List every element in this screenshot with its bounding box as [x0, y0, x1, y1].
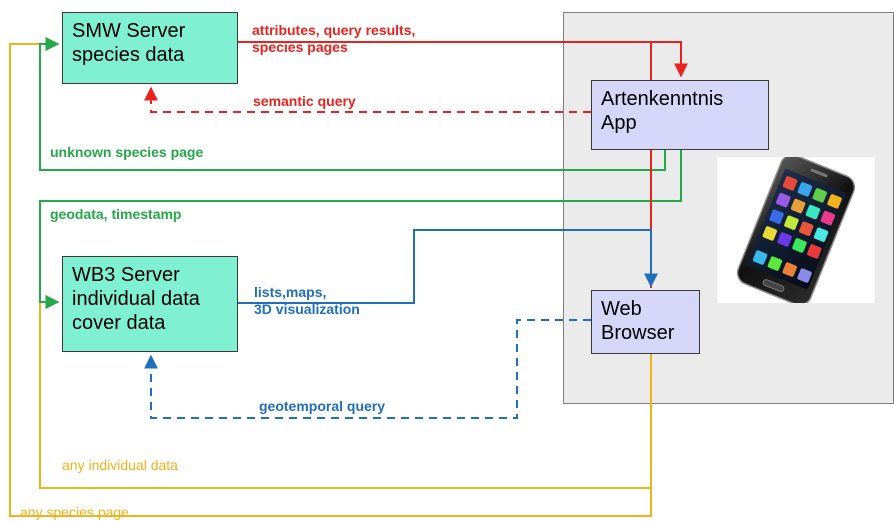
semantic-query-label: semantic query	[253, 93, 356, 109]
lists-maps-label-line-1: lists,maps,	[254, 284, 327, 300]
any-species-page-label: any species page	[20, 504, 129, 520]
wb3-server-line-2: individual data	[72, 288, 200, 310]
wb3-server-title: WB3 Server	[72, 264, 180, 286]
lists-maps-label: lists,maps, 3D visualization	[254, 284, 360, 318]
unknown-species-page-label: unknown species page	[50, 144, 204, 160]
semantic-query-line	[144, 86, 591, 113]
attributes-label-line-1: attributes, query results,	[252, 22, 416, 38]
artenkenntnis-app-node: Artenkenntnis App	[591, 80, 769, 150]
smw-server-subtitle: species data	[72, 44, 185, 66]
any-individual-data-label: any individual data	[62, 457, 178, 473]
lists-maps-line	[238, 229, 658, 304]
browser-title: Web	[601, 298, 642, 320]
smartphone-image	[717, 154, 875, 306]
app-title: Artenkenntnis	[601, 88, 724, 110]
any-species-page-line	[9, 37, 652, 517]
attributes-label-line-2: species pages	[252, 39, 348, 55]
geodata-timestamp-label: geodata, timestamp	[50, 206, 182, 222]
lists-maps-label-line-2: 3D visualization	[254, 301, 360, 317]
attributes-label: attributes, query results, species pages	[252, 22, 415, 56]
unknown-species-page-line	[39, 37, 666, 171]
smw-server-title: SMW Server	[72, 20, 186, 42]
smw-server-node: SMW Server species data	[62, 12, 238, 84]
geotemporal-query-label: geotemporal query	[259, 398, 386, 414]
web-browser-node: Web Browser	[591, 290, 700, 354]
smartphone-icon	[736, 154, 856, 306]
wb3-server-line-3: cover data	[72, 312, 166, 334]
browser-subtitle: Browser	[601, 322, 675, 344]
attributes-line	[238, 41, 688, 78]
wb3-server-node: WB3 Server individual data cover data	[62, 256, 238, 352]
geotemporal-query-line	[144, 319, 591, 419]
geodata-timestamp-line	[39, 150, 682, 309]
app-subtitle: App	[601, 112, 637, 134]
